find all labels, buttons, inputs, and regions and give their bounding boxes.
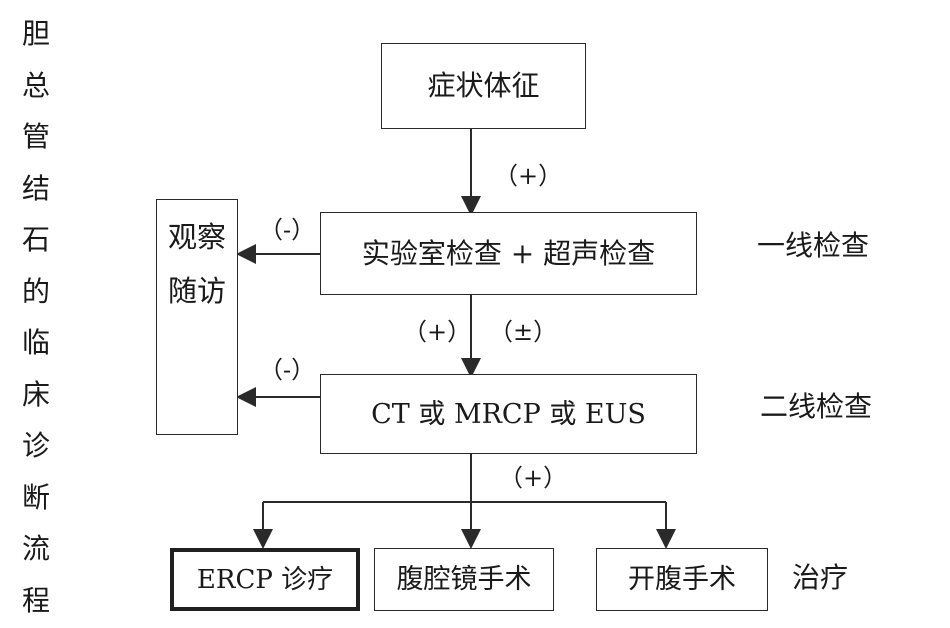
positive-label-3: （+）: [499, 464, 568, 492]
second-line-check-label: CT 或 MRCP 或 EUS: [371, 398, 646, 430]
vertical-title: 胆总管结石的临床诊断流程: [21, 17, 50, 617]
laparoscopic-box: 腹腔镜手术: [374, 548, 554, 611]
ercp-label: ERCP 诊疗: [196, 564, 334, 595]
equivocal-label-2: （±）: [489, 318, 558, 346]
symptoms-box: 症状体征: [381, 43, 586, 129]
ercp-box: ERCP 诊疗: [170, 548, 360, 611]
symptoms-label: 症状体征: [427, 69, 540, 102]
open-surgery-box: 开腹手术: [596, 548, 768, 611]
first-line-side-label: 一线检查: [757, 229, 870, 262]
positive-label-1: （+）: [494, 162, 563, 190]
first-line-check-label: 实验室检查 + 超声检查: [361, 236, 656, 270]
positive-label-2: （+）: [403, 318, 472, 346]
first-line-check-box: 实验室检查 + 超声检查: [320, 212, 697, 295]
negative-label-1: （-）: [259, 216, 316, 244]
open-surgery-label: 开腹手术: [628, 564, 736, 595]
laparoscopic-label: 腹腔镜手术: [396, 564, 532, 595]
treatment-side-label: 治疗: [792, 561, 849, 594]
second-line-check-box: CT 或 MRCP 或 EUS: [320, 374, 697, 454]
second-line-side-label: 二线检查: [760, 390, 873, 423]
observation-box: 观察随访: [156, 199, 238, 435]
observation-label: 观察随访: [167, 220, 226, 308]
negative-label-2: （-）: [259, 356, 316, 384]
